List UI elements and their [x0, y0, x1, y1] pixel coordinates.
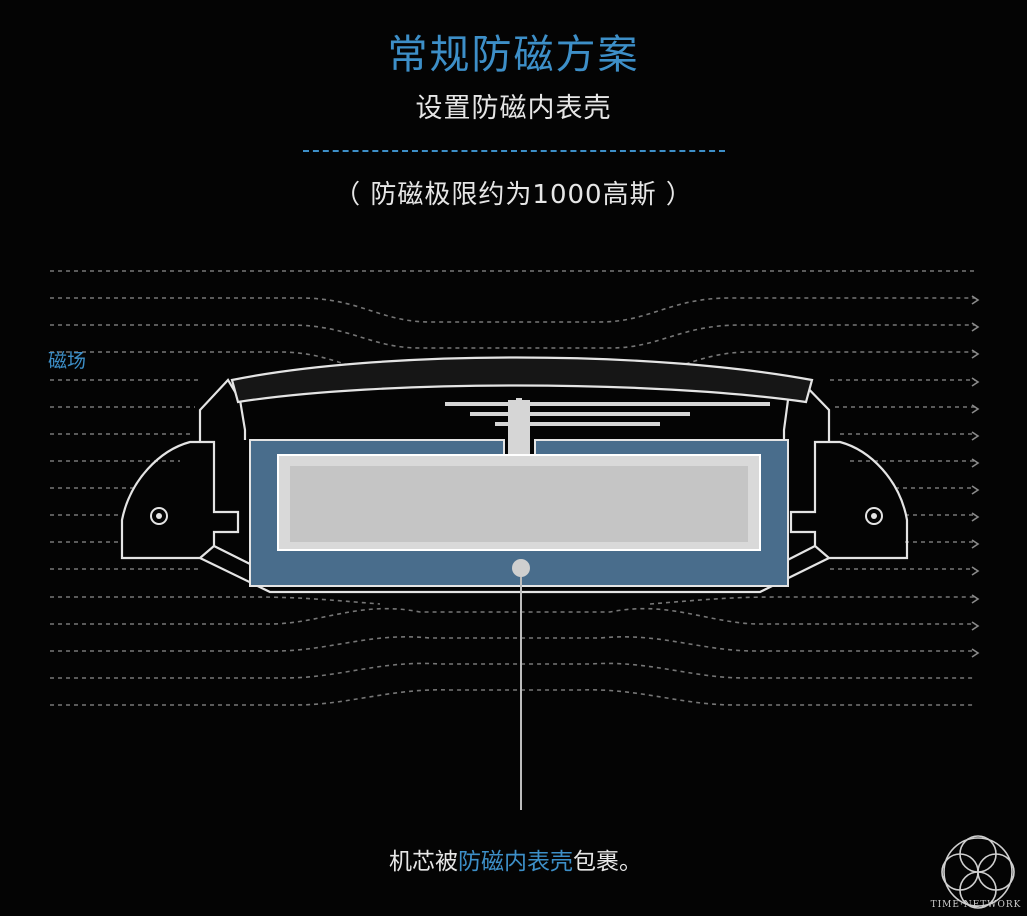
magnetic-field-label: 磁场 [48, 350, 87, 372]
pointer-dot [512, 559, 530, 577]
caption-highlight: 防磁内表壳 [458, 849, 573, 875]
caption-suffix: 包裹。 [573, 849, 642, 875]
right-lug-hole [865, 507, 883, 525]
limit-note: （ 防磁极限约为1000高斯 ） [334, 180, 693, 210]
magnetic-field-lines [50, 270, 975, 706]
watermark-logo-icon [941, 835, 1015, 909]
caption: 机芯被防磁内表壳包裹。 [0, 842, 1027, 876]
crystal [230, 356, 814, 404]
page-subtitle: 设置防磁内表壳 [415, 93, 612, 124]
page-title: 常规防磁方案 [387, 32, 640, 78]
field-arrowheads [971, 295, 980, 658]
caption-prefix: 机芯被 [389, 849, 458, 875]
left-lug-hole [150, 507, 168, 525]
hand-pinion [508, 400, 530, 460]
dashed-divider [303, 150, 725, 152]
watermark-text: TIME·NETWORK [930, 900, 1022, 910]
watch-hands [445, 402, 770, 426]
